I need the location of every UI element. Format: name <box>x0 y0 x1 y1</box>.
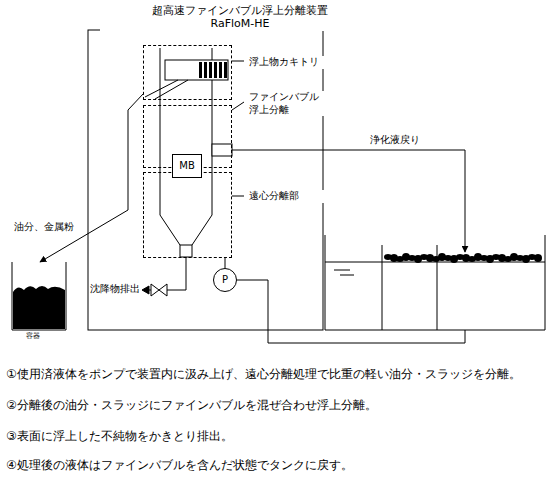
region-label: ファインバブル 浮上分離 <box>249 91 325 116</box>
section-region: 遠心分離部 <box>143 172 232 258</box>
device-housing <box>88 30 323 330</box>
part-label: 沈降物排出 <box>90 283 142 296</box>
region-label: 遠心分離部 <box>249 190 331 203</box>
note-text: ①使用済液体をポンプで装置内に汲み上げ、遠心分離処理で比重の軽い油分・スラッジを… <box>6 367 554 382</box>
microbubble-unit: MB <box>172 154 202 178</box>
collected-oil <box>13 286 65 329</box>
separator-column <box>160 48 212 290</box>
leader-line <box>232 61 244 196</box>
scraper <box>145 60 228 99</box>
note-text: ②分離後の油分・スラッジにファインバブルを混ぜ合わせ浮上分離。 <box>6 398 554 413</box>
part-label: 浄化液戻り <box>370 134 440 147</box>
section-region: 浮上物カキトリ <box>143 45 232 100</box>
container <box>12 262 66 330</box>
suction-pipe <box>237 280 465 343</box>
return-pipe <box>232 150 465 252</box>
return-nozzle <box>212 144 232 156</box>
part-label: RaFloM-HE <box>100 17 380 31</box>
tank <box>325 235 545 330</box>
node-text: MB <box>179 160 195 173</box>
region-label: 浮上物カキトリ <box>249 56 331 69</box>
note-text: ③表面に浮上した不純物をかきとり排出。 <box>6 429 554 444</box>
note-text: ④処理後の液体はファインバブルを含んだ状態でタンクに戻す。 <box>6 458 554 473</box>
container: 容器 <box>12 262 66 330</box>
flow-label: 油分、金属粉 <box>14 221 76 234</box>
node-text: P <box>222 274 228 287</box>
floating-sludge <box>384 253 542 263</box>
drain-valve <box>142 284 167 296</box>
flow-line <box>225 258 226 268</box>
title: 超高速ファインバブル浮上分離装置 <box>100 4 380 18</box>
region-label: 容器 <box>26 332 56 341</box>
flow-line <box>40 94 143 262</box>
pump-symbol: P <box>213 268 237 292</box>
